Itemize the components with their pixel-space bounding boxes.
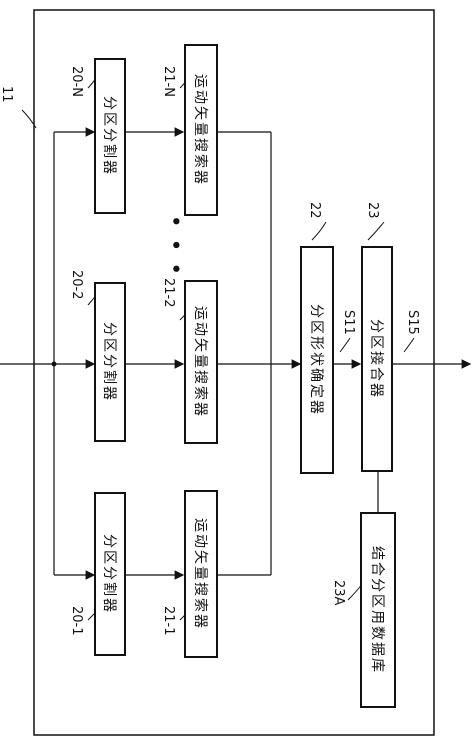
motion-vector-searcher-N: 运动矢量搜索器	[184, 44, 218, 216]
motion-vector-searcher-2: 运动矢量搜索器	[184, 280, 218, 444]
label-20-N: 20-N	[69, 66, 84, 97]
partition-divider-1-label: 分区分割器	[101, 534, 117, 614]
label-20-1: 20-1	[69, 606, 84, 636]
partition-divider-1: 分区分割器	[94, 492, 126, 656]
motion-vector-searcher-1: 运动矢量搜索器	[184, 490, 218, 658]
label-device-11: 11	[0, 86, 14, 103]
partition-shape-decider-label: 分区形状确定器	[308, 304, 324, 416]
signal-S15: S15	[405, 310, 420, 335]
partition-combiner-label: 分区接合器	[368, 319, 384, 399]
ellipsis-dots: • • •	[164, 215, 186, 278]
partition-shape-decider: 分区形状确定器	[300, 246, 334, 474]
partition-combiner: 分区接合器	[361, 246, 393, 472]
partition-divider-2-label: 分区分割器	[101, 322, 117, 402]
label-23: 23	[365, 202, 380, 219]
motion-vector-searcher-N-label: 运动矢量搜索器	[192, 74, 208, 186]
partition-divider-N-label: 分区分割器	[101, 96, 117, 176]
label-21-1: 21-1	[161, 606, 176, 636]
label-21-N: 21-N	[161, 66, 176, 97]
label-23A: 23A	[331, 580, 346, 606]
combine-partition-database: 结合分区用数据库	[360, 512, 396, 708]
label-21-2: 21-2	[161, 278, 176, 308]
partition-divider-2: 分区分割器	[94, 282, 126, 442]
combine-partition-database-label: 结合分区用数据库	[369, 546, 385, 674]
signal-S11: S11	[341, 310, 356, 335]
label-20-2: 20-2	[69, 270, 84, 300]
motion-vector-searcher-2-label: 运动矢量搜索器	[192, 306, 208, 418]
motion-vector-searcher-1-label: 运动矢量搜索器	[192, 518, 208, 630]
label-22: 22	[307, 202, 322, 219]
partition-divider-N: 分区分割器	[94, 58, 126, 214]
